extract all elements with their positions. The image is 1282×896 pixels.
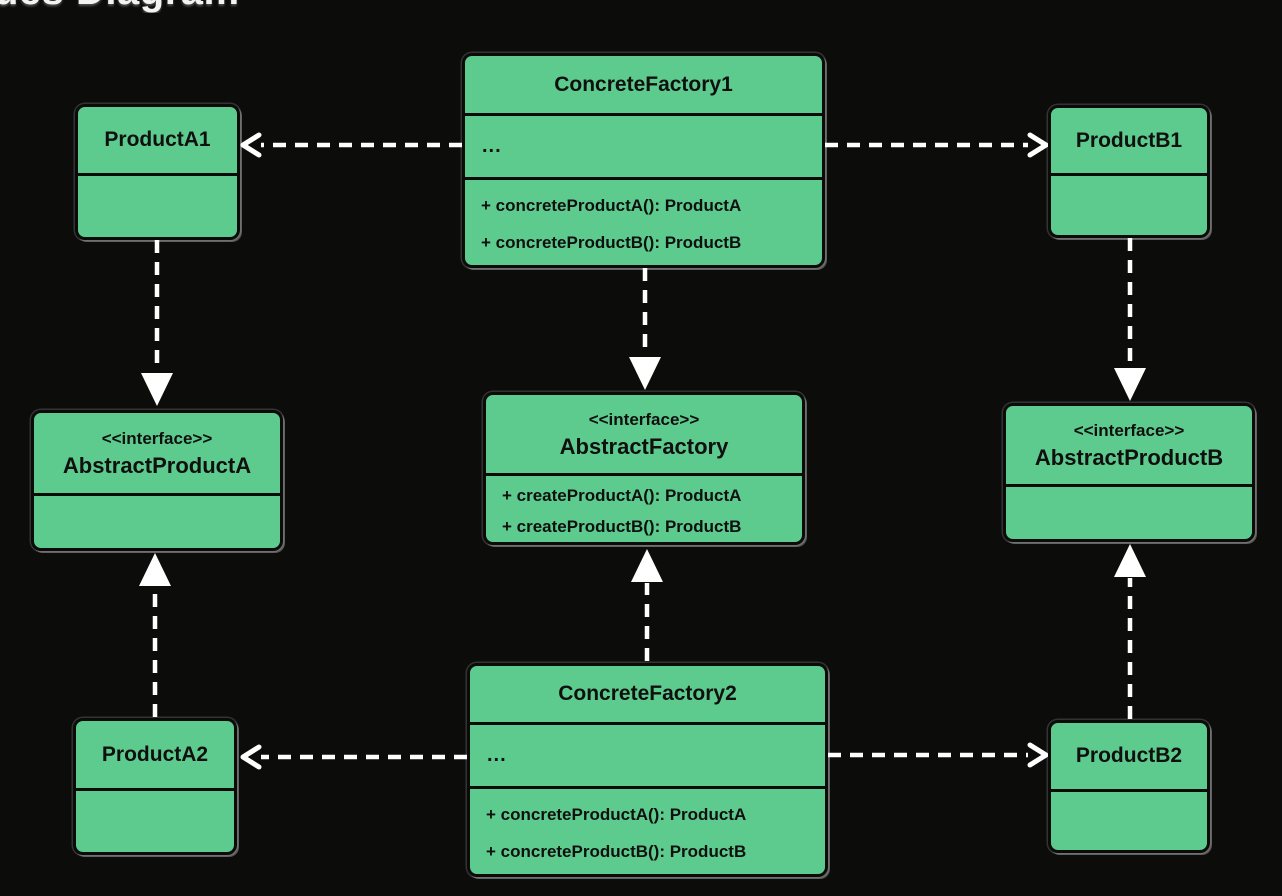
page-title-clipped: ues Diagram <box>0 0 520 13</box>
class-node-concrete-factory-1: ConcreteFactory1 ... + concreteProductA(… <box>462 53 825 268</box>
interface-node-abstract-product-b: <<interface>> AbstractProductB <box>1003 403 1255 542</box>
empty-compartment <box>1051 789 1207 850</box>
attributes-compartment: ... <box>470 722 825 786</box>
method-item: + createProductA(): ProductA <box>502 486 742 505</box>
class-name-compartment: ProductA2 <box>76 721 234 788</box>
class-name: ProductA1 <box>104 128 211 151</box>
interface-node-abstract-product-a: <<interface>> AbstractProductA <box>31 410 283 551</box>
class-name-compartment: ProductB2 <box>1051 723 1207 789</box>
class-name: ConcreteFactory2 <box>558 682 737 705</box>
class-node-concrete-factory-2: ConcreteFactory2 ... + concreteProductA(… <box>467 663 828 877</box>
arrow-concretefactory2-to-productb2 <box>828 742 1049 768</box>
arrow-concretefactory1-to-abstractfactory <box>629 268 661 390</box>
class-node-product-a2: ProductA2 <box>73 718 237 855</box>
method-item: + createProductB(): ProductB <box>502 517 742 536</box>
attributes-placeholder: ... <box>482 135 502 157</box>
class-name: AbstractFactory <box>559 433 729 459</box>
arrow-producta1-to-abstractproducta <box>141 240 173 406</box>
method-item: + concreteProductA(): ProductA <box>481 196 742 215</box>
page-title: ues Diagram <box>0 0 520 13</box>
interface-name-compartment: <<interface>> AbstractProductA <box>34 413 280 493</box>
class-name-compartment: ConcreteFactory2 <box>470 666 825 722</box>
method-item: + concreteProductA(): ProductA <box>486 805 747 824</box>
class-name: ProductA2 <box>101 742 209 766</box>
methods-compartment: + createProductA(): ProductA + createPro… <box>486 473 802 542</box>
empty-compartment <box>1051 173 1207 235</box>
interface-stereotype: <<interface>> <box>1073 420 1185 440</box>
arrow-productb2-to-abstractproductb <box>1114 544 1146 719</box>
class-name: AbstractProductA <box>62 452 252 478</box>
class-name: AbstractProductB <box>1034 444 1224 470</box>
interface-name-compartment: <<interface>> AbstractProductB <box>1006 406 1252 484</box>
attributes-placeholder: ... <box>487 744 507 766</box>
arrow-concretefactory2-to-abstractfactory <box>631 549 663 661</box>
class-name-compartment: ProductA1 <box>78 107 237 173</box>
arrow-concretefactory1-to-producta1 <box>240 132 462 158</box>
class-node-product-a1: ProductA1 <box>75 104 240 240</box>
interface-stereotype: <<interface>> <box>588 409 700 429</box>
arrow-concretefactory2-to-producta2 <box>240 744 467 770</box>
arrow-concretefactory1-to-productb1 <box>825 132 1049 158</box>
class-name: ProductB1 <box>1075 128 1183 152</box>
empty-compartment <box>76 788 234 852</box>
class-name-compartment: ConcreteFactory1 <box>465 56 822 113</box>
class-node-product-b2: ProductB2 <box>1048 720 1210 853</box>
interface-node-abstract-factory: <<interface>> AbstractFactory + createPr… <box>483 392 805 545</box>
arrow-producta2-to-abstractproducta <box>139 553 171 717</box>
arrow-productb1-to-abstractproductb <box>1114 238 1146 401</box>
class-name: ConcreteFactory1 <box>554 72 733 96</box>
empty-compartment <box>1006 484 1252 539</box>
attributes-compartment: ... <box>465 113 822 177</box>
class-name-compartment: ProductB1 <box>1051 108 1207 173</box>
interface-stereotype: <<interface>> <box>101 428 213 448</box>
method-item: + concreteProductB(): ProductB <box>481 233 742 252</box>
empty-compartment <box>78 173 237 237</box>
methods-compartment: + concreteProductA(): ProductA + concret… <box>470 786 825 874</box>
empty-compartment <box>34 493 280 548</box>
method-item: + concreteProductB(): ProductB <box>486 842 747 861</box>
methods-compartment: + concreteProductA(): ProductA + concret… <box>465 177 822 265</box>
interface-name-compartment: <<interface>> AbstractFactory <box>486 395 802 473</box>
class-node-product-b1: ProductB1 <box>1048 105 1210 238</box>
class-name: ProductB2 <box>1075 744 1183 767</box>
